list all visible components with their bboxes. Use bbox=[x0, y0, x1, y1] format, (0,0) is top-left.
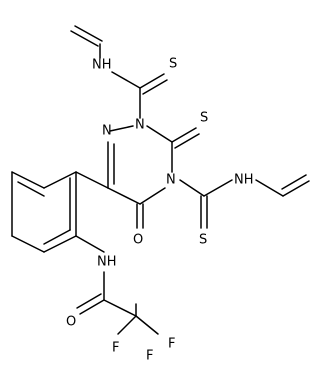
bond-c-right-nh bbox=[203, 179, 233, 197]
bond-nh-right-vinyl bbox=[255, 179, 284, 197]
atom-s-ring: S bbox=[200, 111, 208, 126]
atom-n4: N bbox=[166, 173, 176, 188]
bond-c3-s-b bbox=[174, 133, 200, 149]
atom-o-ring: O bbox=[133, 233, 143, 248]
bond-vinyl-right-double-b bbox=[281, 174, 307, 190]
bond-ar5-ar6-b bbox=[43, 229, 71, 245]
atom-s-top: S bbox=[169, 57, 177, 72]
bond-c-cf3 bbox=[103, 299, 137, 317]
bond-vinyl-top-double-b bbox=[70, 30, 99, 47]
atom-n1: N bbox=[102, 124, 112, 139]
bonds bbox=[11, 25, 310, 335]
bond-c5-c6 bbox=[107, 187, 141, 205]
atom-nh-top: NH bbox=[92, 58, 112, 73]
atom-n2: N bbox=[135, 118, 145, 133]
bond-n4-c5 bbox=[139, 187, 166, 205]
bond-n1-n2 bbox=[109, 125, 134, 132]
bond-c3-s-a bbox=[171, 127, 197, 143]
bond-ar2-ar3-b bbox=[17, 181, 45, 197]
bond-cs-top-a bbox=[139, 73, 165, 89]
bond-ar5-ar6-a bbox=[43, 235, 77, 253]
bond-cf3-f-right bbox=[135, 315, 159, 335]
atom-f-left: F bbox=[112, 341, 119, 356]
bond-n4-c-right bbox=[179, 179, 205, 197]
bond-c6-ar1 bbox=[75, 171, 109, 189]
atom-labels: NH S N N S N NH S O NH O F F F bbox=[66, 57, 254, 364]
bond-c-o-amide-a bbox=[79, 299, 105, 315]
atom-nh-amide: NH bbox=[97, 255, 117, 270]
bond-cs-top-b bbox=[142, 79, 168, 95]
atom-f-right: F bbox=[146, 349, 153, 364]
atom-o-amide: O bbox=[66, 315, 76, 330]
bond-vinyl-right-double-a bbox=[282, 180, 310, 197]
bond-ar1-ar2 bbox=[43, 171, 77, 189]
atom-nh-right: NH bbox=[234, 173, 254, 188]
bond-ar2-ar3-a bbox=[11, 171, 45, 189]
atom-f-top: F bbox=[168, 337, 175, 352]
bond-nh-top-to-c bbox=[111, 71, 141, 89]
bond-ar-nh-amide bbox=[75, 235, 105, 253]
bond-ar4-ar5 bbox=[11, 235, 45, 253]
bond-n2-c3 bbox=[146, 125, 173, 143]
bond-vinyl-top-double-a bbox=[74, 25, 103, 42]
bond-c-o-amide-b bbox=[76, 293, 102, 309]
atom-s-right: S bbox=[199, 233, 207, 248]
bond-cf3-f-left bbox=[117, 315, 137, 335]
